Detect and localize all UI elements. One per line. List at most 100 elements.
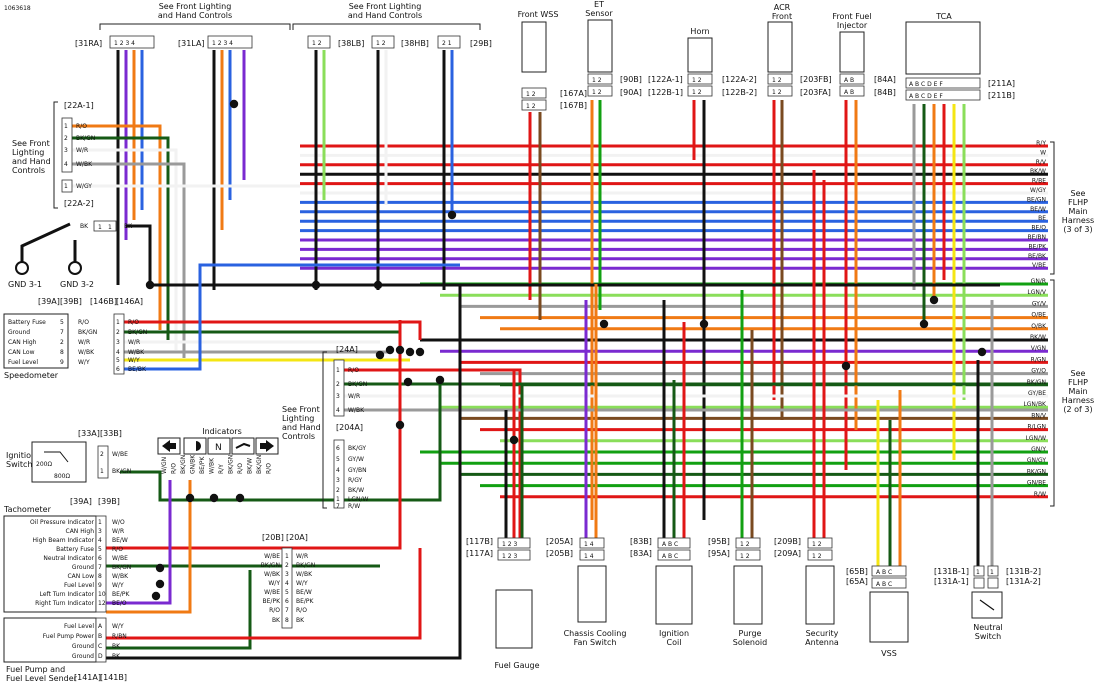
bracket-harness-3	[1050, 141, 1055, 275]
connector-122a2	[687, 73, 713, 85]
c20-pin: 2	[285, 562, 289, 569]
front-fuel-injector-label-b: Injector	[837, 21, 868, 30]
c20-wire-left: R/O	[269, 607, 280, 614]
connector-65a-id: [65A]	[846, 577, 868, 586]
neutral-switch-contact-icon	[979, 599, 995, 611]
c204a-pin: 5	[336, 456, 340, 463]
connector-31ra-pins: 1 2 3 4	[114, 40, 135, 47]
oil-pressure-indicator-icon	[231, 437, 255, 455]
ignition-switch-label-a: Ignition	[6, 451, 36, 460]
harness-2-wire-label: BK/GN	[1027, 379, 1046, 386]
harness-3-label: Main	[1068, 207, 1087, 216]
harness-3-wire-label: BK/W	[1030, 168, 1046, 175]
connector-131-1-upper	[973, 565, 985, 577]
harness-2-label: Main	[1068, 387, 1087, 396]
harness-wire	[124, 320, 422, 340]
connector-203fa-pins: 1 2	[772, 89, 782, 96]
tach-row-wire: BE/W	[112, 537, 128, 544]
connector-211a-pins: A B C D E F	[909, 81, 943, 88]
connector-90b-pins: 1 2	[592, 77, 602, 84]
harness-2-wire-label: GN/Y	[1031, 446, 1046, 453]
indicator-wire-label: BK/GN	[180, 455, 187, 474]
connector-83a-id: [83A]	[630, 549, 652, 558]
tach-row-pin: 10	[98, 591, 106, 598]
harness-3-wire-label: BE/GN	[1027, 196, 1046, 203]
acr-front-box	[767, 21, 793, 73]
ignition-switch-label-b: Switch	[6, 460, 32, 469]
connector-95b	[735, 537, 761, 549]
speedometer-group: [39A] [39B] [146B] [146A] Battery Fuse 5…	[3, 297, 147, 380]
connector-38lb-id: [38LB]	[338, 39, 364, 48]
neutral-pin: 1	[976, 569, 980, 576]
neutral-pin: 1	[990, 569, 994, 576]
vss-label: VSS	[881, 649, 897, 658]
connector-122b1-id: [122B-1]	[648, 88, 683, 97]
connector-131-2-upper	[987, 565, 999, 577]
fuel-gauge-box	[495, 589, 533, 649]
connector-203fa-id: [203FA]	[800, 88, 831, 97]
harness-2-wire-label: GY/BE	[1028, 390, 1046, 397]
connector-83b	[657, 537, 691, 549]
harness-2-wire-label: V/GN	[1031, 345, 1046, 352]
fuel-pump-label-b: Fuel Level Sender	[6, 674, 78, 683]
front-lighting-mid-a: See Front	[282, 405, 320, 414]
front-lighting-label-2b: and Hand Controls	[348, 11, 422, 20]
c146-wire: W/BK	[128, 349, 145, 356]
neutral-n-icon: N	[215, 443, 222, 453]
connector-203fb-id: [203FB]	[800, 75, 832, 84]
indicators-label: Indicators	[202, 427, 242, 436]
high-beam-icon	[196, 441, 201, 451]
security-antenna-box	[805, 565, 835, 625]
splice-junction-dot	[435, 375, 445, 385]
indicator-wire-label: R/O	[171, 463, 178, 474]
harness-2-wire-label: R/W	[1034, 491, 1046, 498]
splice-junction-dot	[145, 280, 155, 290]
indicator-wire-label: W/GN	[161, 457, 168, 474]
connector-33b-id: [33B]	[100, 429, 122, 438]
connector-209a-pins: 1 2	[812, 553, 822, 560]
speedo-row-pin: 7	[60, 329, 64, 336]
doc-id: 1063618	[4, 5, 31, 12]
connector-38lb	[307, 35, 331, 49]
harness-3-wire-label: BE	[1038, 215, 1046, 222]
ground-connector	[93, 220, 117, 232]
tach-row-wire: W/R	[112, 528, 124, 535]
c146-pin: 2	[116, 329, 120, 336]
connector-167b-pins: 1 2	[526, 103, 536, 110]
c204a-wire: LGN/W	[348, 496, 369, 503]
tach-row-name: Ground	[72, 564, 94, 571]
c20-wire-right: R/O	[296, 607, 307, 614]
front-lighting-label-1b: and Hand Controls	[158, 11, 232, 20]
harness-3-label: FLHP	[1068, 198, 1088, 207]
connector-209b-pins: 1 2	[812, 541, 822, 548]
front-fuel-injector-label-a: Front Fuel	[832, 12, 871, 21]
speedo-row-wire: W/Y	[78, 359, 90, 366]
connector-95b-id: [95B]	[708, 537, 730, 546]
bracket-harness-2	[1050, 279, 1055, 507]
splice-junction-dot	[185, 493, 195, 503]
harness-3-wire-label: BE/PK	[1029, 243, 1048, 250]
connector-209a	[807, 549, 833, 561]
tach-row-name: Oil Pressure Indicator	[30, 519, 95, 526]
harness-3-wire-label: W	[1040, 149, 1046, 156]
ignition-resistor-2: 800Ω	[54, 473, 70, 480]
connector-24a-204a-group: [24A] 1 R/O 2 BK/GN 3 W/R 4 W/BK See Fro…	[282, 345, 369, 510]
c20-wire-right: W/R	[296, 553, 308, 560]
harness-wire	[106, 480, 172, 605]
connector-205a	[579, 537, 605, 549]
c146-wire: R/O	[128, 319, 139, 326]
harness-3-wire-labels: R/YWR/VBK/WR/BEW/GYBE/GNBE/WBEBE/OBE/BNB…	[1027, 140, 1047, 269]
front-lighting-left-c: and Hand	[12, 157, 51, 166]
speedo-row-pin: 2	[60, 339, 64, 346]
harness-2-wire-label: GY/O	[1031, 368, 1046, 375]
harness-wire	[126, 224, 1000, 287]
ground-straps	[20, 222, 77, 262]
c146-wire: BE/BK	[128, 366, 147, 373]
connector-39a2-id: [39A]	[70, 497, 92, 506]
connector-90a-id: [90A]	[620, 88, 642, 97]
c22a-pin: 1	[64, 123, 68, 130]
splice-junction-dot	[155, 563, 165, 573]
harness-3-label: See	[1071, 189, 1086, 198]
c24a-wire: W/R	[348, 393, 360, 400]
connector-95a	[735, 549, 761, 561]
